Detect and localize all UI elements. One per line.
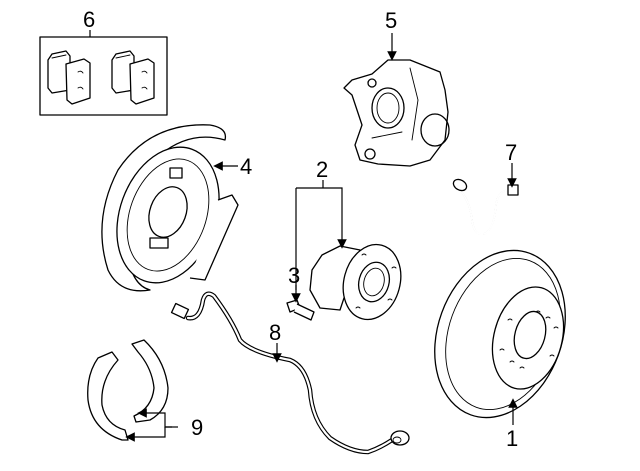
- pads-kit-box: [39, 36, 168, 116]
- rotor-hat: [491, 286, 565, 390]
- hub-flange: [342, 243, 402, 321]
- hose-end-fitting: [452, 178, 468, 192]
- brake-pad-right: [111, 50, 155, 105]
- brake-pads-group[interactable]: [39, 30, 168, 116]
- stud-shank: [293, 303, 315, 321]
- backing-plate-center: [148, 186, 188, 238]
- knuckle-bore: [371, 87, 405, 129]
- knuckle-group[interactable]: [343, 59, 450, 167]
- hose-banjo-fitting: [507, 184, 519, 196]
- callout-9-leader-bottom: [125, 427, 166, 442]
- brake-hose-group[interactable]: [451, 177, 519, 236]
- knuckle-boss: [420, 113, 450, 147]
- callout-2-leader: [296, 187, 347, 249]
- callout-7: 7: [505, 140, 517, 165]
- callout-3: 3: [288, 263, 300, 288]
- wheel-stud-group[interactable]: [286, 299, 315, 321]
- abs-sensor-group[interactable]: [170, 291, 410, 455]
- callout-2: 2: [316, 157, 328, 182]
- brake-shoe-right: [131, 339, 169, 423]
- brake-rotor-group[interactable]: [412, 232, 587, 436]
- callout-6: 6: [83, 7, 95, 32]
- sensor-head: [170, 302, 190, 320]
- callout-1: 1: [506, 426, 518, 451]
- knuckle-body: [343, 59, 449, 167]
- callout-4: 4: [240, 154, 252, 179]
- hose-line: [457, 187, 511, 235]
- backing-plate-shield: [101, 124, 227, 292]
- brake-pad-left: [47, 50, 91, 105]
- callout-5: 5: [385, 8, 397, 33]
- backing-plate-group[interactable]: [99, 124, 239, 297]
- parking-brake-shoes-group[interactable]: [87, 339, 169, 441]
- callout-8: 8: [269, 320, 281, 345]
- callout-9: 9: [191, 415, 203, 440]
- brake-shoe-left: [87, 351, 129, 441]
- hub-bearing-group[interactable]: [309, 238, 409, 326]
